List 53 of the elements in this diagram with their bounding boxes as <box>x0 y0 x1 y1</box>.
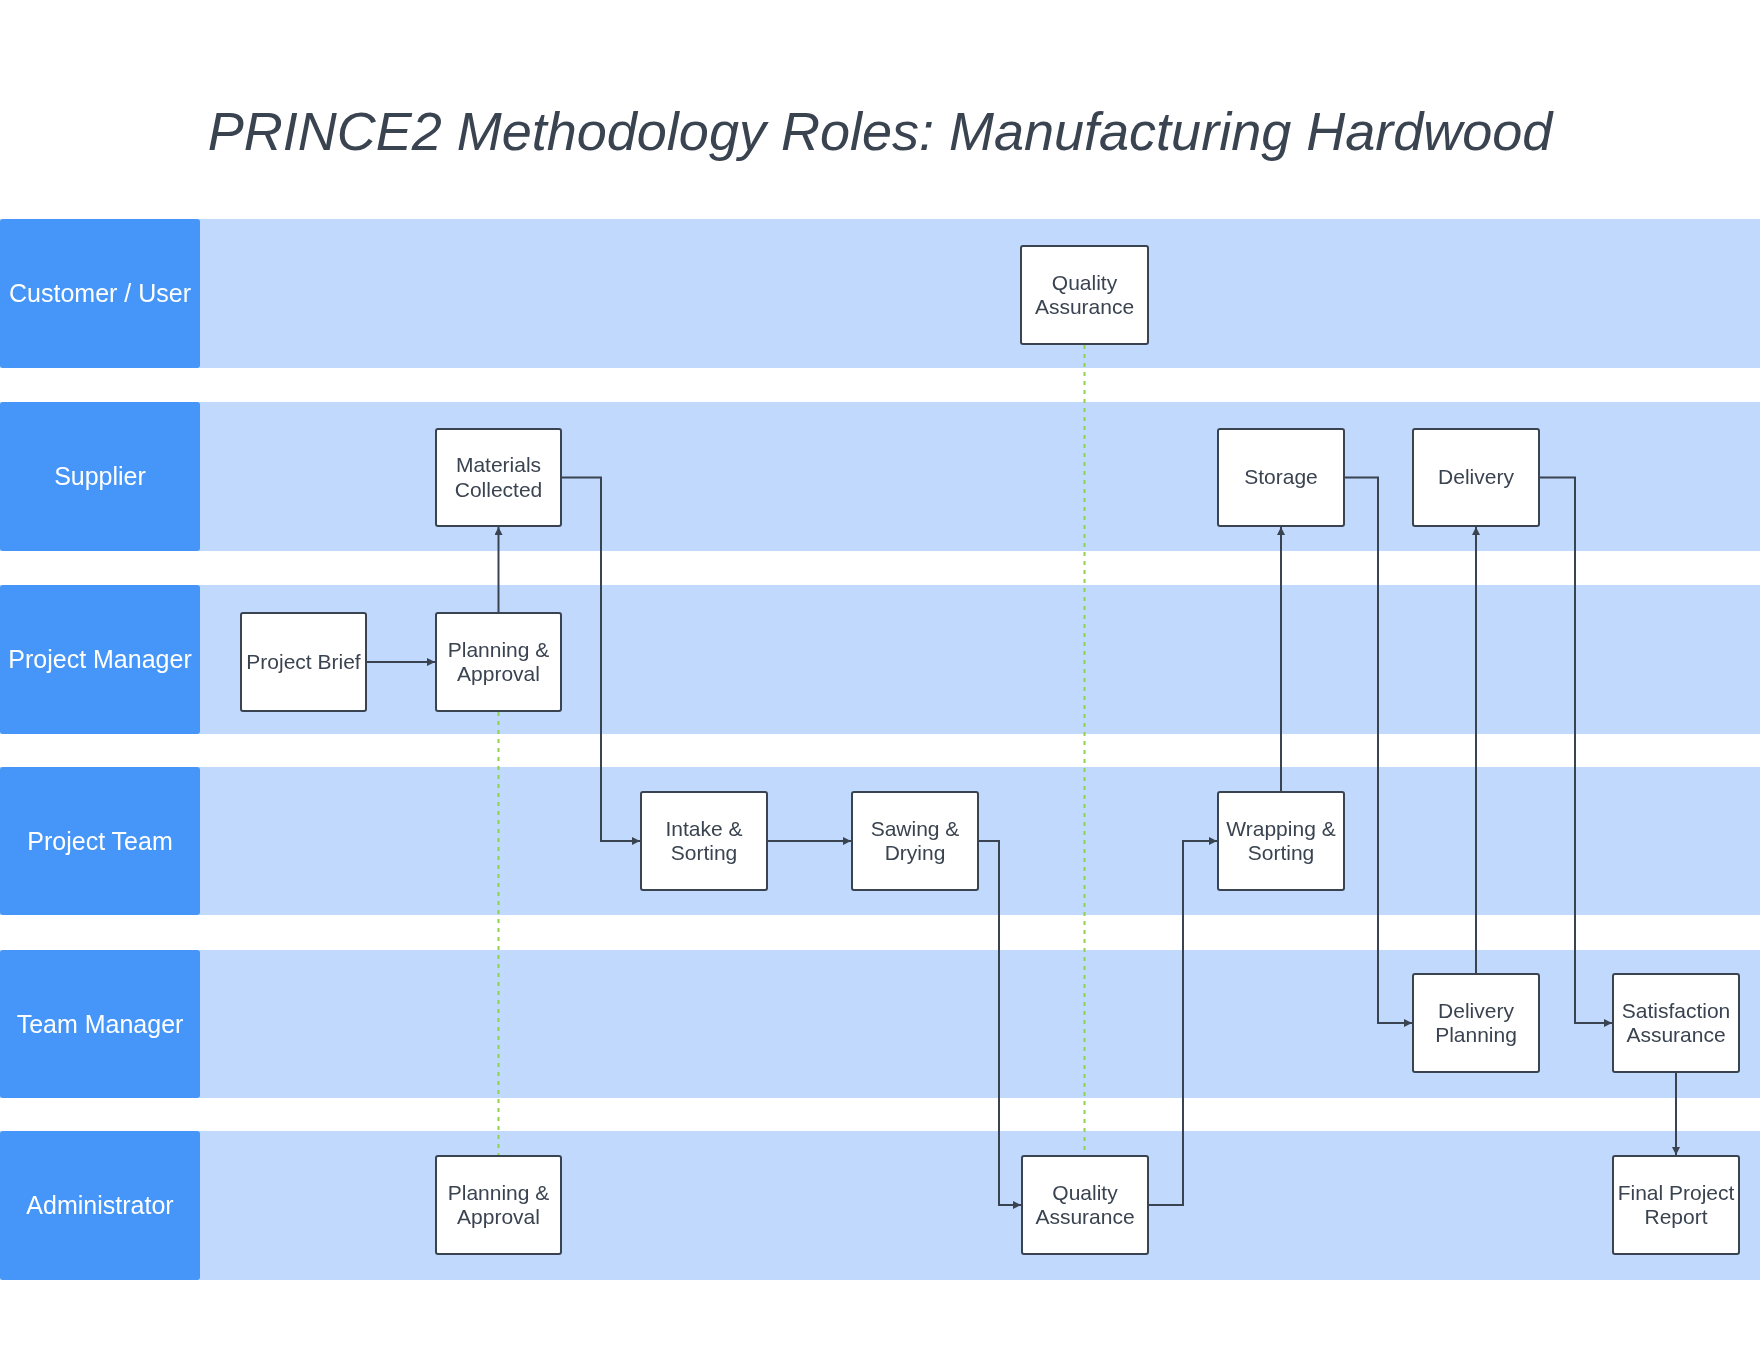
process-box <box>1412 973 1540 1073</box>
box-label: Intake & Sorting <box>664 816 744 866</box>
arrow <box>1277 526 1285 792</box>
process-box <box>435 1155 562 1255</box>
swimlane-band <box>0 950 1760 1098</box>
arrow <box>767 837 852 845</box>
process-box <box>1217 791 1345 891</box>
box-label: Planning & Approval <box>446 637 551 687</box>
box-label: Storage <box>1244 465 1318 490</box>
process-box <box>1021 1155 1149 1255</box>
lane-header: Team Manager <box>0 950 200 1098</box>
box-label: Wrapping & Sorting <box>1225 816 1337 866</box>
arrow <box>1672 1072 1680 1156</box>
box-label: Delivery <box>1438 465 1514 490</box>
box-label: Quality Assurance <box>1033 270 1136 320</box>
arrow <box>1344 476 1413 1027</box>
process-box <box>1412 428 1540 527</box>
process-box <box>851 791 979 891</box>
arrow <box>1539 476 1613 1027</box>
swimlane-band <box>0 402 1760 551</box>
box-label: Final Project Report <box>1616 1180 1736 1230</box>
arrow <box>978 840 1022 1209</box>
process-box <box>435 612 562 712</box>
swimlane-band <box>0 767 1760 915</box>
arrow <box>1472 526 1480 974</box>
lane-header: Project Manager <box>0 585 200 734</box>
box-label: Sawing & Drying <box>869 816 961 866</box>
process-box <box>1612 973 1740 1073</box>
swimlane-band <box>0 1131 1760 1280</box>
arrow <box>561 476 641 845</box>
process-box <box>1020 245 1149 345</box>
arrow <box>1148 837 1218 1206</box>
diagram-title: PRINCE2 Methodology Roles: Manufacturing Hardwood <box>206 100 1555 162</box>
box-label: Project Brief <box>246 649 361 675</box>
box-label: Materials Collected <box>453 453 544 502</box>
process-box <box>435 428 562 527</box>
dashed-connector <box>497 711 500 1156</box>
box-label: Quality Assurance <box>1034 1180 1136 1230</box>
lane-header: Customer / User <box>0 219 200 368</box>
swimlane-band <box>0 219 1760 368</box>
arrow <box>494 526 503 613</box>
lane-header: Administrator <box>0 1131 200 1280</box>
process-box <box>1217 428 1345 527</box>
process-box <box>240 612 367 712</box>
box-label: Satisfaction Assurance <box>1620 998 1732 1048</box>
process-box <box>1612 1155 1740 1255</box>
box-label: Planning & Approval <box>446 1180 551 1230</box>
lane-header: Supplier <box>0 402 200 551</box>
arrow <box>366 658 436 666</box>
process-box <box>640 791 768 891</box>
box-label: Delivery Planning <box>1434 998 1518 1048</box>
swimlane-band <box>0 585 1760 734</box>
lane-header: Project Team <box>0 767 200 915</box>
